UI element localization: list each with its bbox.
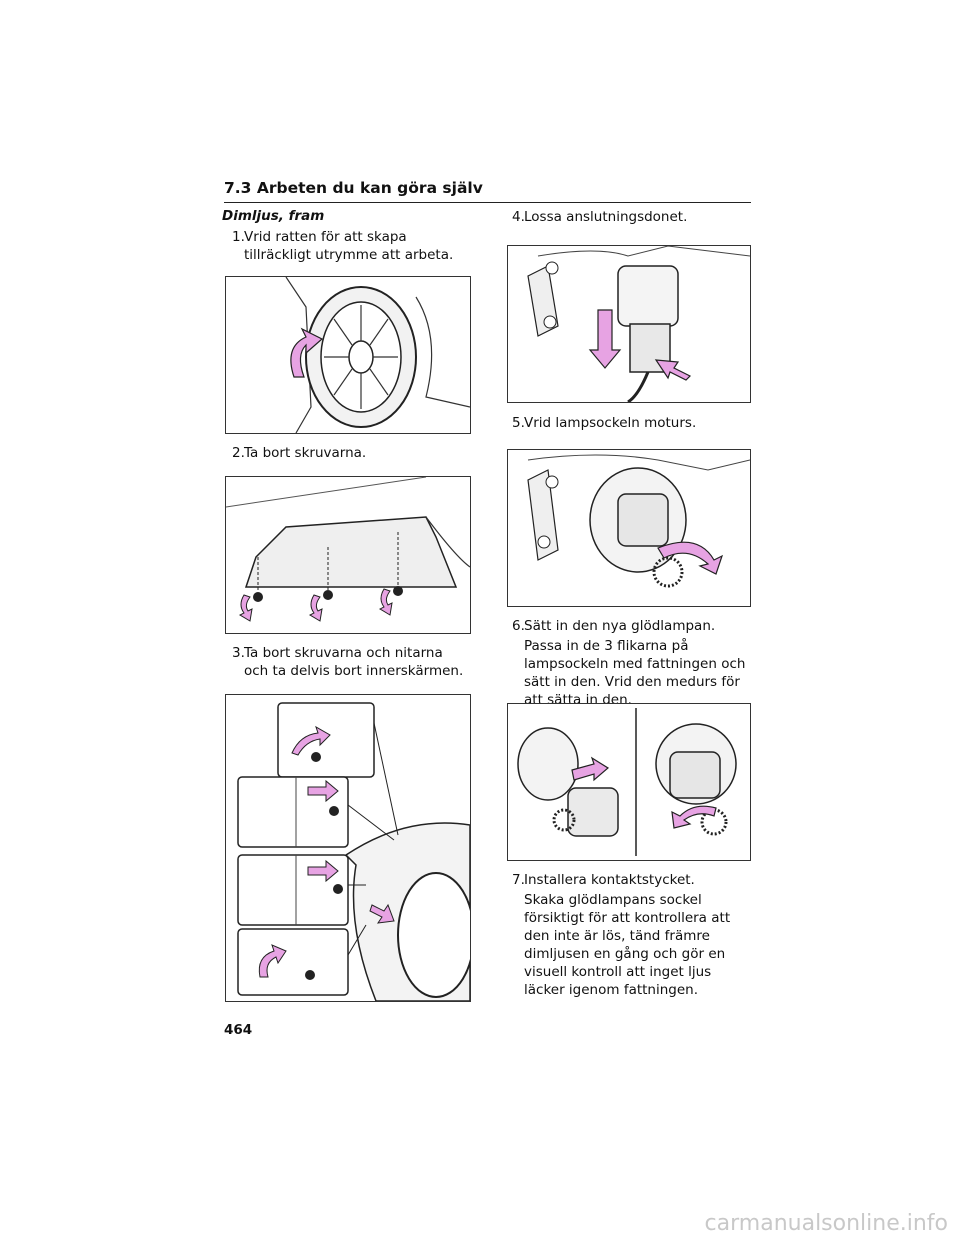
push-arrow-icon <box>654 359 692 381</box>
turn-arrow-icon <box>290 327 324 378</box>
figure-remove-screws <box>225 476 471 634</box>
figure-socket-counterclockwise <box>507 449 751 607</box>
subheading: Dimljus, fram <box>222 208 325 224</box>
step-5: 5.Vrid lampsockeln moturs. <box>512 415 697 431</box>
section-header: 7.3 Arbeten du kan göra själv <box>224 178 751 203</box>
figure-connector <box>507 245 751 403</box>
figure-wheel-turn <box>225 276 471 434</box>
step-4: 4.Lossa anslutningsdonet. <box>512 209 688 225</box>
step-6-detail: Passa in de 3 flikarna på lampsockeln me… <box>524 638 746 708</box>
step-7-detail: Skaka glödlampans sockel försiktigt för … <box>524 892 731 998</box>
figure-insert-bulb <box>507 703 751 861</box>
watermark: carmanualsonline.info <box>704 1211 948 1236</box>
step-4-block: 4.Lossa anslutningsdonet. <box>502 208 750 226</box>
push-arrow-icon <box>307 779 339 803</box>
step-7-block: 7.Installera kontaktstycket. Skaka glödl… <box>502 871 750 999</box>
left-column: Dimljus, fram 1.Vrid ratten för att skap… <box>222 208 470 264</box>
step-3: 3.Ta bort skruvarna och nitarna och ta d… <box>232 645 464 679</box>
step-5-block: 5.Vrid lampsockeln moturs. <box>502 414 750 432</box>
step-6: 6.Sätt in den nya glödlampan. <box>512 618 716 634</box>
push-arrow-icon <box>588 309 622 369</box>
page-number: 464 <box>224 1022 253 1038</box>
push-arrow-icon <box>571 756 610 782</box>
push-arrow-icon <box>369 903 395 924</box>
section-title: 7.3 Arbeten du kan göra själv <box>224 179 483 197</box>
turn-arrow-icon <box>378 588 393 616</box>
figure-inner-fender <box>225 694 471 1002</box>
step-2-block: 2.Ta bort skruvarna. <box>222 444 470 462</box>
turn-arrow-icon <box>291 725 331 756</box>
step-7: 7.Installera kontaktstycket. <box>512 872 695 888</box>
turn-arrow-icon <box>238 594 253 622</box>
turn-arrow-icon <box>308 594 323 622</box>
step-3-block: 3.Ta bort skruvarna och nitarna och ta d… <box>222 644 470 680</box>
turn-arrow-icon <box>657 541 724 575</box>
step-2: 2.Ta bort skruvarna. <box>232 445 367 461</box>
push-arrow-icon <box>307 859 339 883</box>
turn-arrow-icon <box>671 805 717 829</box>
step-6-block: 6.Sätt in den nya glödlampan. Passa in d… <box>502 617 750 709</box>
step-1: 1.Vrid ratten för att skapa tillräckligt… <box>232 229 454 263</box>
turn-arrow-icon <box>258 944 287 978</box>
